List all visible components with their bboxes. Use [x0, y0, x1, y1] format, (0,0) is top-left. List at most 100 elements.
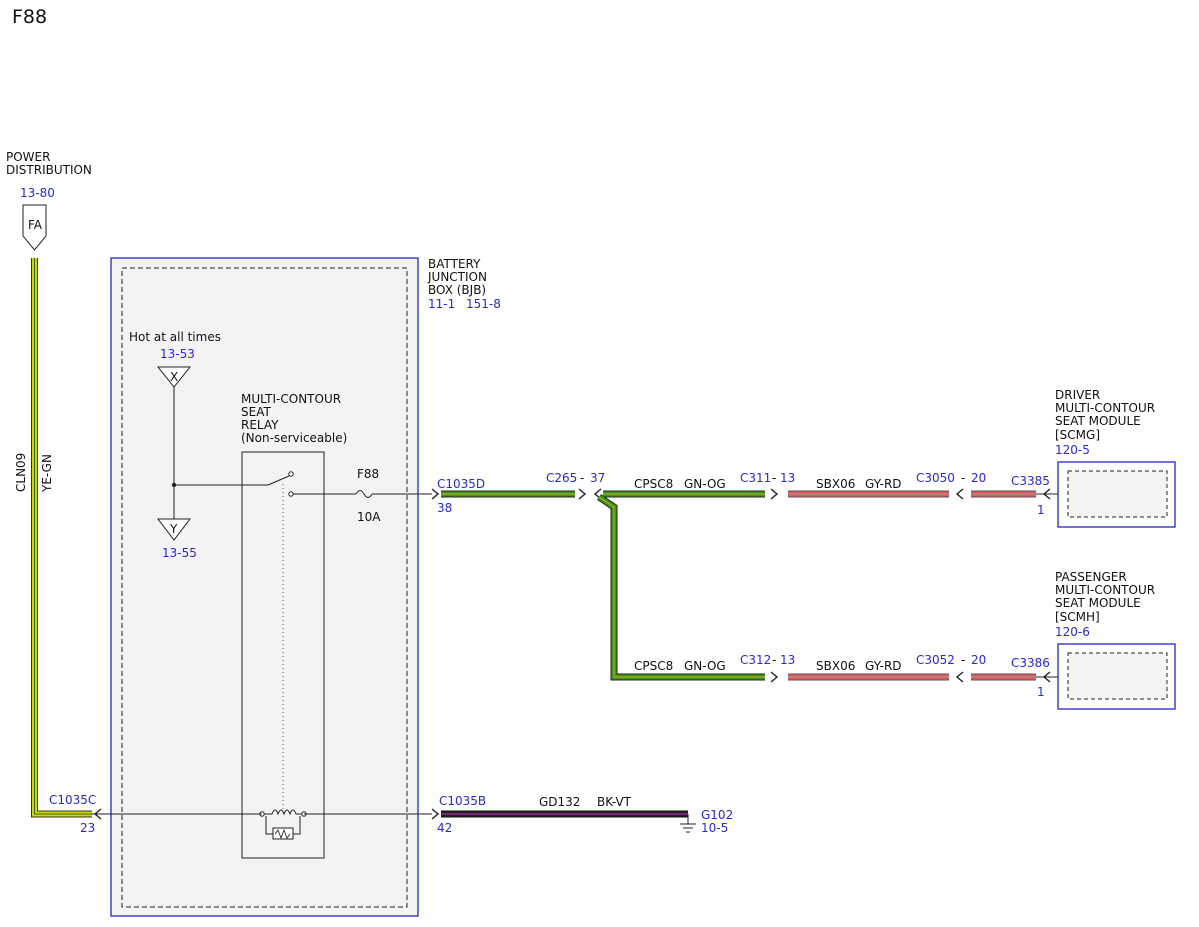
lower-run: C312 - 13 SBX06 GY-RD C3052 - 20 C3386 1	[740, 653, 1068, 699]
relay-switch-arm	[267, 475, 290, 486]
bjb-title-line1: BATTERY	[428, 257, 481, 271]
c3386-pin: 1	[1037, 685, 1045, 699]
c312-label: C312	[740, 653, 771, 667]
upper-run: C311 - 13 SBX06 GY-RD C3050 - 20 C3385 1	[740, 471, 1068, 517]
power-wire-color: YE-GN	[40, 454, 54, 493]
lower-color1: GN-OG	[684, 659, 726, 673]
c312-arrow-icon	[770, 671, 779, 683]
ground-run: GD132 BK-VT G102 10-5	[441, 795, 733, 835]
c1035d-pin: 38	[437, 501, 452, 515]
bjb-ref1: 11-1	[428, 297, 455, 311]
bjb-title-line2: JUNCTION	[427, 270, 487, 284]
wire-cln09: CLN09 YE-GN	[14, 258, 92, 818]
driver-ref: 120-5	[1055, 443, 1090, 457]
fuse-label: F88	[357, 467, 379, 481]
connector-fa-icon	[22, 204, 47, 251]
bjb-outer-box	[110, 257, 419, 917]
multi-contour-seat-relay: MULTI-CONTOUR SEAT RELAY (Non-serviceabl…	[174, 392, 347, 859]
c265-pin: 37	[590, 471, 605, 485]
passenger-line4: [SCMH]	[1055, 610, 1100, 624]
upper-circuit1: CPSC8	[634, 477, 673, 491]
driver-line1: DRIVER	[1055, 388, 1100, 402]
wire-cpsc8-b-fill	[597, 491, 765, 680]
ground-label: G102	[701, 808, 733, 822]
power-title-line1: POWER	[6, 150, 50, 164]
lower-circuit2: SBX06	[816, 659, 855, 673]
c1035c-arrow-icon	[93, 808, 102, 820]
c311-pin: 13	[780, 471, 795, 485]
c265-arrow-left-icon	[578, 488, 587, 500]
passenger-line3: SEAT MODULE	[1055, 596, 1141, 610]
lower-circuit1: CPSC8	[634, 659, 673, 673]
hot-feed: Hot at all times 13-53 X Y 13-55	[129, 330, 221, 560]
c3385-pin: 1	[1037, 503, 1045, 517]
c311-dash: -	[772, 471, 776, 485]
c3050-dash: -	[961, 471, 965, 485]
conn-x-label: X	[170, 370, 178, 384]
ref-y: 13-55	[162, 546, 197, 560]
c3052-label: C3052	[916, 653, 955, 667]
c3385-arrow-icon	[1042, 488, 1051, 500]
fuse-f88: F88 10A C1035D 38	[293, 467, 485, 524]
bjb-title-line3: BOX (BJB)	[428, 283, 486, 297]
fuse-rating: 10A	[357, 510, 381, 524]
passenger-line1: PASSENGER	[1055, 570, 1127, 584]
bjb-ref2: 151-8	[466, 297, 501, 311]
c3386-label: C3386	[1011, 656, 1050, 670]
c311-label: C311	[740, 471, 771, 485]
power-title-line2: DISTRIBUTION	[6, 163, 92, 177]
c3385-label: C3385	[1011, 474, 1050, 488]
c1035c-pin: 23	[80, 821, 95, 835]
wire-cpsc8-b-tracer	[598, 493, 765, 678]
conn-y-label: Y	[169, 522, 178, 536]
c3052-dash: -	[961, 653, 965, 667]
c1035b-label: C1035B	[439, 794, 486, 808]
power-circuit: CLN09	[14, 453, 28, 492]
c3052-arrow-icon	[955, 671, 964, 683]
c3050-pin: 20	[971, 471, 986, 485]
relay-line1: MULTI-CONTOUR	[241, 392, 341, 406]
driver-line2: MULTI-CONTOUR	[1055, 401, 1155, 415]
relay-contact-no-icon	[288, 491, 294, 497]
wire-cpsc8-b-outline	[597, 490, 765, 681]
relay-line3: RELAY	[241, 418, 279, 432]
ground-circuit: GD132	[539, 795, 580, 809]
driver-module-inner	[1067, 470, 1168, 518]
relay-line2: SEAT	[241, 405, 271, 419]
power-distribution: POWER DISTRIBUTION 13-80 FA	[6, 150, 92, 251]
c1035b-arrow-icon	[431, 808, 440, 820]
coil-zigzag-icon	[274, 828, 291, 840]
driver-line3: SEAT MODULE	[1055, 414, 1141, 428]
power-ref: 13-80	[20, 186, 55, 200]
relay-coil-icon	[262, 809, 304, 816]
ground-ref: 10-5	[701, 821, 728, 835]
fuse-icon	[355, 490, 373, 498]
power-connector: FA	[28, 218, 43, 232]
c3050-arrow-icon	[955, 488, 964, 500]
connector-x-icon	[156, 366, 192, 388]
c312-dash: -	[772, 653, 776, 667]
ref-x: 13-53	[160, 347, 195, 361]
wire-cln09-outline	[31, 258, 92, 818]
c1035d-arrow-icon	[431, 488, 440, 500]
passenger-module: PASSENGER MULTI-CONTOUR SEAT MODULE [SCM…	[1055, 570, 1176, 710]
wire-cpsc8: C265 - 37 CPSC8 GN-OG CPSC8 GN-OG	[441, 471, 765, 681]
passenger-line2: MULTI-CONTOUR	[1055, 583, 1155, 597]
c1035d-label: C1035D	[437, 477, 485, 491]
driver-module: DRIVER MULTI-CONTOUR SEAT MODULE [SCMG] …	[1055, 388, 1176, 528]
relay-box	[241, 451, 325, 859]
c311-arrow-icon	[770, 488, 779, 500]
c312-pin: 13	[780, 653, 795, 667]
wire-cln09-fill	[32, 258, 92, 817]
hot-label: Hot at all times	[129, 330, 221, 344]
driver-line4: [SCMG]	[1055, 428, 1100, 442]
c1035c-label: C1035C	[49, 793, 96, 807]
ground-color: BK-VT	[597, 795, 632, 809]
c3050-label: C3050	[916, 471, 955, 485]
coil-circuit: C1035C 23 C1035B 42	[49, 793, 486, 835]
connector-y-icon	[156, 518, 192, 541]
relay-contact-nc-icon	[288, 471, 294, 477]
wire-cln09-tracer	[34, 258, 92, 815]
c265-dash: -	[580, 471, 584, 485]
